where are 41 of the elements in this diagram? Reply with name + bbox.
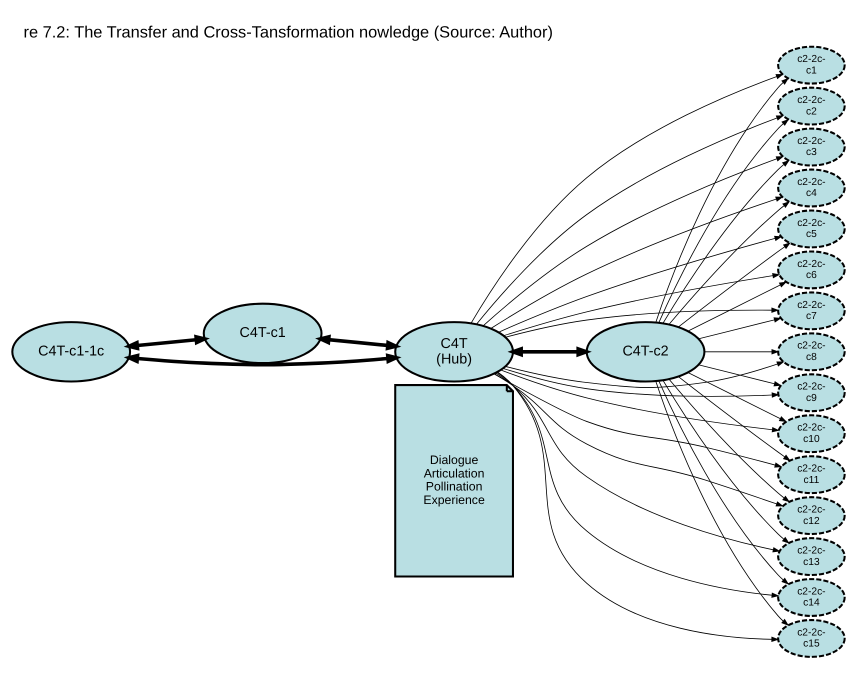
diagram-title: re 7.2: The Transfer and Cross-Tansformation nowledge (Source: Author): [24, 23, 553, 42]
arrow: [505, 361, 785, 388]
arrow: [470, 74, 784, 324]
arrow: [124, 353, 402, 367]
arrow: [482, 156, 784, 326]
arrow: [496, 372, 780, 598]
arrow: [704, 349, 780, 355]
node-ellipse: c2-2c- c9: [777, 373, 846, 412]
arrow: [495, 372, 781, 552]
arrow: [698, 317, 782, 340]
arrow: [688, 372, 787, 422]
arrow: [688, 282, 787, 332]
arrow: [505, 307, 780, 338]
arrow: [490, 196, 784, 329]
node-ellipse: c2-2c- c7: [777, 291, 846, 330]
node-ellipse: C4T-c1-1c: [11, 321, 132, 383]
arrow: [698, 364, 782, 386]
arrow: [655, 380, 789, 626]
arrow: [668, 201, 790, 325]
arrow: [678, 242, 791, 328]
arrow: [668, 378, 790, 502]
arrow: [658, 380, 790, 585]
arrow: [498, 236, 782, 333]
arrow: [678, 376, 791, 462]
arrow: [476, 115, 784, 325]
arrow: [497, 372, 780, 642]
arrow: [500, 370, 780, 432]
arrow: [124, 334, 210, 351]
arrow: [502, 368, 780, 398]
arrow: [655, 78, 789, 323]
arrow: [662, 160, 790, 324]
arrow: [493, 373, 782, 468]
arrow: [508, 346, 592, 358]
arrow: [662, 380, 790, 544]
arrow: [494, 373, 784, 506]
arrow: [315, 334, 402, 351]
node-ellipse: C4T-c1: [202, 302, 323, 364]
node-ellipse: C4T-c2: [586, 321, 706, 383]
arrow: [658, 118, 790, 324]
node-ellipse: C4T (Hub): [394, 321, 514, 383]
arrow: [503, 273, 780, 336]
